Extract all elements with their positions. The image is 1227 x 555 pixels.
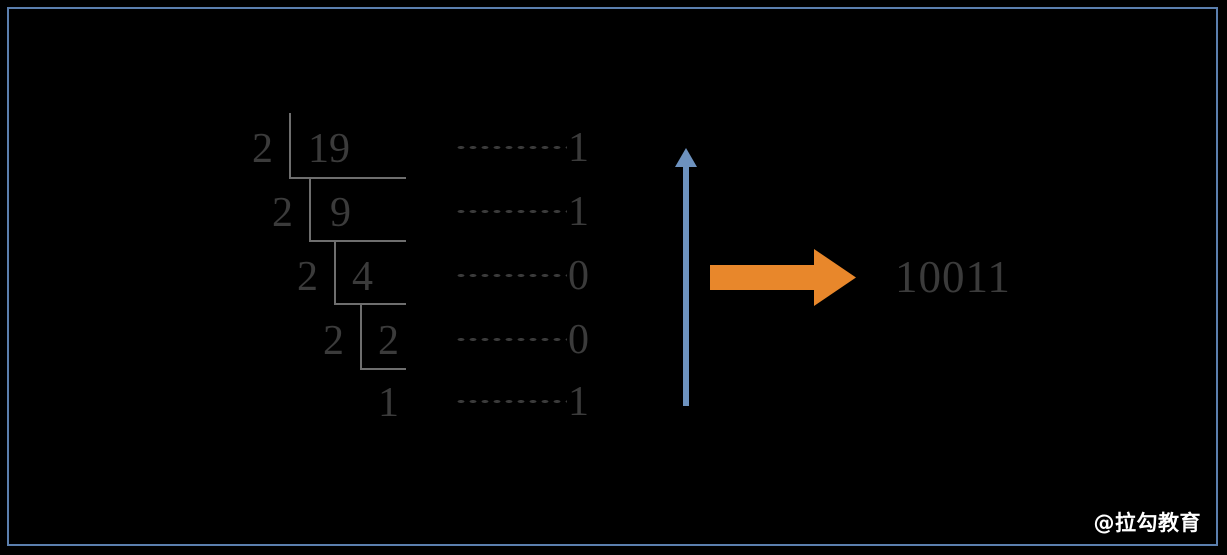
remainder-row-4: 0 [568,317,589,363]
dividend-row-4: 2 [378,318,399,364]
binary-result-value: 10011 [895,252,1011,302]
bracket-vline-row-3 [334,240,336,305]
leader-dots-row-1 [455,145,567,150]
bracket-vline-row-4 [360,303,362,369]
read-direction-up-arrow-icon [670,148,702,406]
bracket-hline-row-3 [334,303,406,305]
remainder-row-3: 0 [568,253,589,299]
divisor-row-3: 2 [297,254,318,300]
bracket-hline-row-1 [289,177,406,179]
remainder-row-1: 1 [568,125,589,171]
conversion-right-arrow-icon [710,249,856,306]
bracket-vline-row-2 [309,177,311,242]
remainder-row-5: 1 [568,379,589,425]
remainder-row-2: 1 [568,189,589,235]
dividend-row-5: 1 [378,380,399,426]
dividend-row-1: 19 [308,126,350,172]
bracket-hline-row-4 [360,368,406,370]
dividend-row-3: 4 [352,254,373,300]
leader-dots-row-3 [455,273,567,278]
bracket-hline-row-2 [309,240,406,242]
divisor-row-1: 2 [252,126,273,172]
leader-dots-row-2 [455,209,567,214]
leader-dots-row-5 [455,399,567,404]
divisor-row-4: 2 [323,318,344,364]
leader-dots-row-4 [455,337,567,342]
bracket-vline-row-1 [289,113,291,179]
watermark-label: @拉勾教育 [1093,511,1201,535]
divisor-row-2: 2 [272,190,293,236]
dividend-row-2: 9 [330,190,351,236]
